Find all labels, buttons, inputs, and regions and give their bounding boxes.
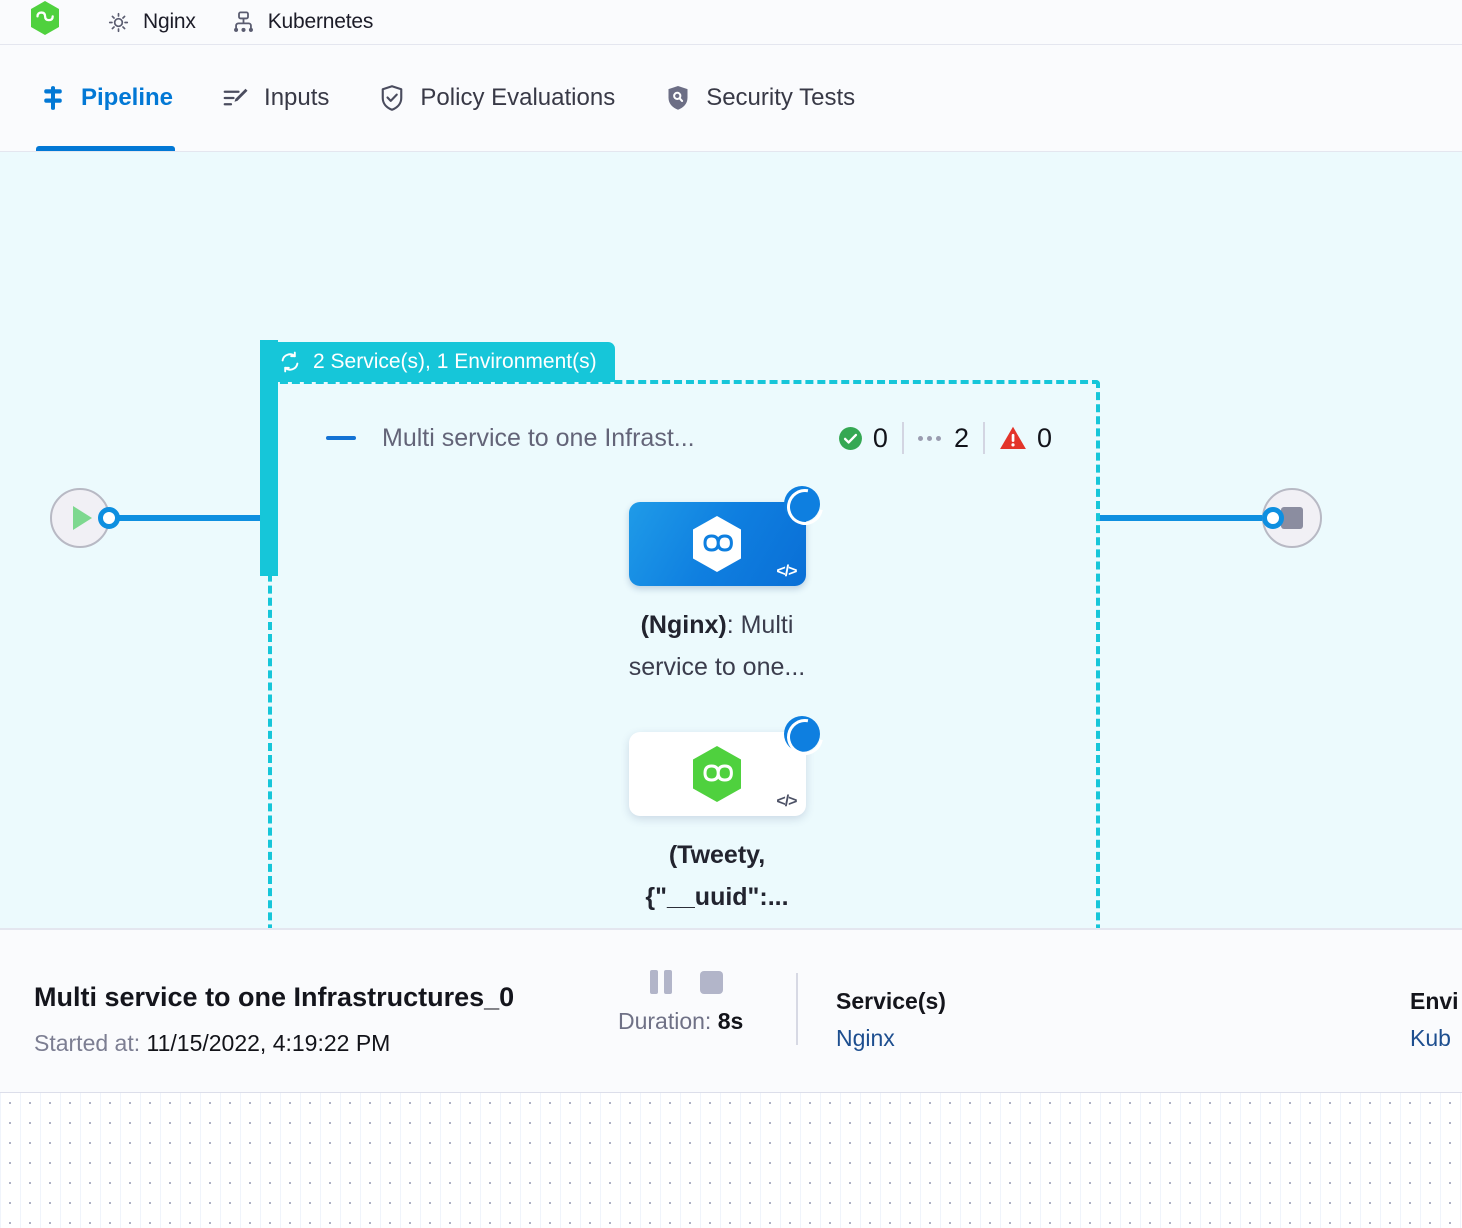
environments-header: Envi xyxy=(1410,988,1459,1014)
pipeline-canvas[interactable]: 2 Service(s), 1 Environment(s) Multi ser… xyxy=(0,152,1462,928)
status-divider-1 xyxy=(901,422,904,454)
hexagon-infinity-green-logo-icon xyxy=(690,745,744,803)
started-at-label: Started at: xyxy=(34,1030,141,1056)
harness-hexagon-logo-icon xyxy=(30,1,60,35)
status-error: 0 xyxy=(985,423,1066,454)
status-error-count: 0 xyxy=(1036,422,1052,453)
breadcrumb-item-kubernetes[interactable]: Kubernetes xyxy=(230,9,373,36)
stage-group-label-text: 2 Service(s), 1 Environment(s) xyxy=(313,350,597,373)
connector-dot-start xyxy=(98,507,120,529)
tab-bar: Pipeline Inputs Policy Evaluations xyxy=(0,44,1462,152)
tab-inputs-label: Inputs xyxy=(264,84,330,111)
service-node-label: (Nginx): Multi service to one... xyxy=(602,604,832,688)
stage-status-counts: 0 2 xyxy=(824,418,1066,458)
tab-policy-evaluations[interactable]: Policy Evaluations xyxy=(375,45,617,151)
graph-grid-background xyxy=(0,1093,1462,1228)
minus-collapse-icon[interactable] xyxy=(326,436,356,440)
stage-group-label[interactable]: 2 Service(s), 1 Environment(s) xyxy=(261,342,615,382)
hexagon-infinity-blue-logo-icon xyxy=(690,515,744,573)
connector-dot-end xyxy=(1262,507,1284,529)
detail-column-environments: Envi Kub xyxy=(1410,988,1459,1052)
stage-header: Multi service to one Infrast... 0 xyxy=(272,418,1096,458)
tab-security-tests[interactable]: Security Tests xyxy=(661,45,857,151)
tab-inputs[interactable]: Inputs xyxy=(219,45,331,151)
shield-check-icon xyxy=(377,83,407,113)
service-node-nginx[interactable]: </> (Nginx): Multi service to one... xyxy=(602,486,832,688)
service-node-label-bold: (Nginx) xyxy=(640,611,727,639)
service-node-label-rest: : Multi service to one... xyxy=(628,611,806,681)
stop-square-icon xyxy=(1281,507,1303,529)
kubernetes-icon xyxy=(230,9,257,36)
execution-started-at: Started at: 11/15/2022, 4:19:22 PM xyxy=(34,1030,390,1057)
connector-line-end xyxy=(1100,515,1275,521)
ellipsis-pending-icon xyxy=(917,434,944,442)
started-at-value: 11/15/2022, 4:19:22 PM xyxy=(146,1030,391,1056)
breadcrumb-item-nginx[interactable]: Nginx xyxy=(105,9,196,36)
play-icon xyxy=(73,506,92,530)
service-node-label-bold: (Tweety, xyxy=(668,841,766,869)
shield-security-icon xyxy=(663,83,693,113)
breadcrumb-item-project[interactable] xyxy=(30,1,71,35)
services-header: Service(s) xyxy=(836,988,946,1014)
services-value-link[interactable]: Nginx xyxy=(836,1025,895,1051)
service-node-tweety[interactable]: </> (Tweety, {"__uuid":... xyxy=(602,716,832,918)
warning-triangle-icon xyxy=(999,425,1027,451)
pipeline-icon xyxy=(38,83,68,113)
service-node-card[interactable]: </> xyxy=(628,486,820,586)
tab-security-tests-label: Security Tests xyxy=(706,84,856,111)
running-spinner-icon xyxy=(783,486,820,522)
execution-controls xyxy=(650,970,723,994)
status-pending: 2 xyxy=(904,423,983,454)
inputs-icon xyxy=(221,83,251,113)
pause-icon[interactable] xyxy=(650,970,672,994)
status-success-count: 0 xyxy=(872,422,888,453)
running-spinner-icon xyxy=(783,716,820,752)
tab-pipeline[interactable]: Pipeline xyxy=(36,45,176,151)
environments-value-link[interactable]: Kub xyxy=(1410,1025,1451,1051)
service-node-card[interactable]: </> xyxy=(628,716,820,816)
status-divider-2 xyxy=(982,422,985,454)
gear-icon xyxy=(105,9,132,36)
connector-line-start xyxy=(108,515,273,521)
check-circle-icon xyxy=(838,426,863,451)
tab-policy-evaluations-label: Policy Evaluations xyxy=(420,84,616,111)
code-brackets-icon: </> xyxy=(776,563,797,580)
loop-repeat-icon xyxy=(278,350,302,374)
stop-icon[interactable] xyxy=(700,970,723,994)
stage-group-box[interactable]: Multi service to one Infrast... 0 xyxy=(268,380,1100,928)
detail-column-services: Service(s) Nginx xyxy=(836,988,946,1052)
tab-pipeline-label: Pipeline xyxy=(81,84,174,111)
service-node-label-rest: {"__uuid":... xyxy=(645,883,789,911)
code-brackets-icon: </> xyxy=(776,793,797,810)
pipeline-end-node[interactable] xyxy=(1262,488,1322,548)
breadcrumb: Nginx Kubernetes xyxy=(0,0,1462,44)
breadcrumb-item-nginx-label: Nginx xyxy=(143,10,196,33)
status-pending-count: 2 xyxy=(953,422,969,453)
execution-duration: Duration: 8s xyxy=(618,1008,743,1035)
status-success: 0 xyxy=(824,423,902,454)
stage-title: Multi service to one Infrast... xyxy=(382,423,695,452)
breadcrumb-item-kubernetes-label: Kubernetes xyxy=(267,10,374,33)
duration-value: 8s xyxy=(717,1008,744,1034)
execution-detail-bar: Multi service to one Infrastructures_0 S… xyxy=(0,928,1462,1093)
duration-label: Duration: xyxy=(618,1008,712,1034)
detail-divider xyxy=(796,973,798,1045)
execution-title: Multi service to one Infrastructures_0 xyxy=(34,982,515,1012)
service-node-label: (Tweety, {"__uuid":... xyxy=(602,834,832,918)
